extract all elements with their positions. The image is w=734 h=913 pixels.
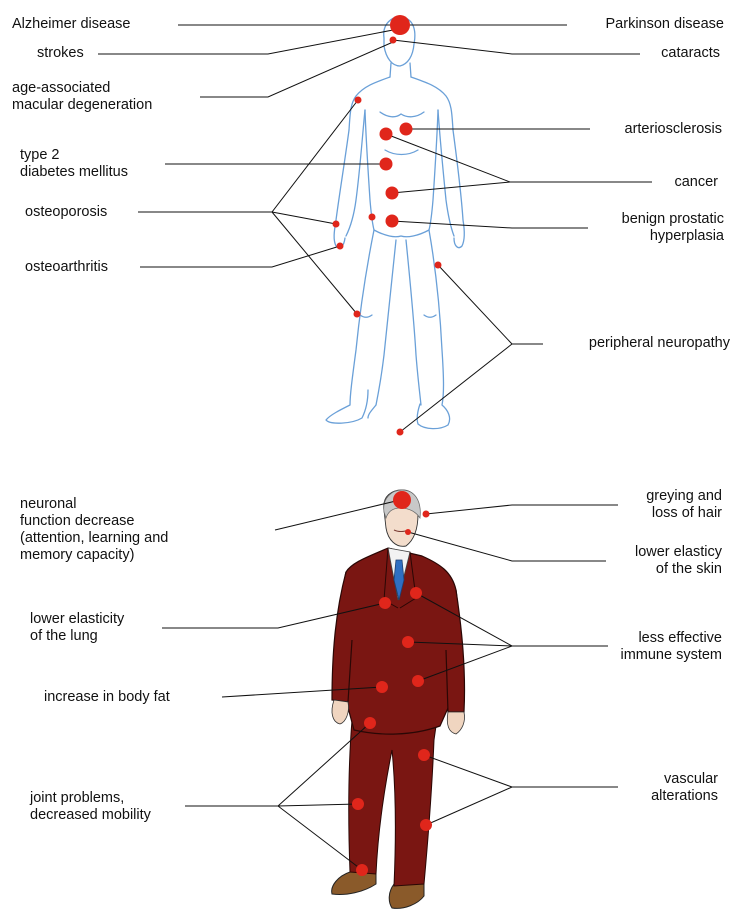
dot-knee	[354, 311, 361, 318]
leader-vascular-b	[426, 787, 512, 825]
label-skin: lower elasticy of the skin	[635, 544, 722, 578]
label-alzheimer: Alzheimer disease	[12, 16, 130, 33]
leader-joint-b	[278, 804, 358, 806]
mark-immune-a	[410, 587, 422, 599]
label-immune: less effective immune system	[620, 630, 722, 664]
dot-foot	[397, 429, 404, 436]
mark-immune-b	[402, 636, 414, 648]
label-cataracts: cataracts	[661, 45, 720, 62]
mark-vascular-b	[420, 819, 432, 831]
left-hand	[332, 700, 349, 724]
mark-brain	[393, 491, 411, 509]
leader-hair	[426, 505, 618, 514]
mark-immune-c	[412, 675, 424, 687]
dot-heart-b	[400, 123, 413, 136]
leader-neuropathy-a	[438, 265, 543, 344]
dot-thigh	[435, 262, 442, 269]
mark-joint-c	[356, 864, 368, 876]
leader-cataracts	[393, 40, 640, 54]
label-bph: benign prostatic hyperplasia	[622, 211, 724, 245]
leader-osteoporosis	[138, 100, 358, 212]
label-neuronal: neuronal function decrease (attention, l…	[20, 496, 168, 564]
label-strokes: strokes	[37, 45, 84, 62]
label-osteoarthritis: osteoarthritis	[25, 259, 108, 276]
dot-hand	[337, 243, 344, 250]
leader-vascular-a	[424, 755, 618, 787]
leader-cancer-a	[386, 134, 652, 182]
mark-vascular-a	[418, 749, 430, 761]
mark-face	[405, 529, 411, 535]
label-parkinson: Parkinson disease	[606, 16, 725, 33]
dot-eye	[390, 37, 397, 44]
label-neuropathy: peripheral neuropathy	[589, 335, 730, 352]
leader-skin	[408, 532, 606, 561]
mark-lung	[379, 597, 391, 609]
leader-neuronal	[275, 500, 400, 530]
leader-bph	[392, 221, 588, 228]
leader-osteoarthritis	[140, 246, 340, 267]
label-hair: greying and loss of hair	[646, 488, 722, 522]
leader-osteoporosis-b	[272, 212, 336, 224]
mark-bodyfat	[376, 681, 388, 693]
label-joint: joint problems, decreased mobility	[30, 790, 151, 824]
mark-joint-a	[364, 717, 376, 729]
label-vascular: vascular alterations	[651, 771, 718, 805]
right-hand	[447, 712, 464, 734]
dot-wrist	[333, 221, 340, 228]
label-lung: lower elasticity of the lung	[30, 611, 124, 645]
dot-prostate	[386, 215, 399, 228]
dot-hip	[369, 214, 376, 221]
dot-brain	[390, 15, 410, 35]
dot-pancreas	[380, 158, 393, 171]
dot-colon	[386, 187, 399, 200]
label-bodyfat: increase in body fat	[44, 689, 170, 706]
suited-man-figure	[332, 490, 465, 908]
leader-strokes	[98, 30, 393, 54]
trousers	[349, 712, 438, 886]
label-amd: age-associated macular degeneration	[12, 80, 152, 114]
leader-cancer-b	[392, 182, 510, 193]
label-osteoporosis: osteoporosis	[25, 204, 107, 221]
dot-shoulder	[355, 97, 362, 104]
mark-joint-b	[352, 798, 364, 810]
mark-hair	[423, 511, 430, 518]
leader-joint-a	[185, 723, 370, 806]
label-cancer: cancer	[674, 174, 718, 191]
dot-heart-a	[380, 128, 393, 141]
label-diabetes: type 2 diabetes mellitus	[20, 147, 128, 181]
top-leader-lines	[98, 25, 652, 432]
label-arteriosclerosis: arteriosclerosis	[625, 121, 723, 138]
